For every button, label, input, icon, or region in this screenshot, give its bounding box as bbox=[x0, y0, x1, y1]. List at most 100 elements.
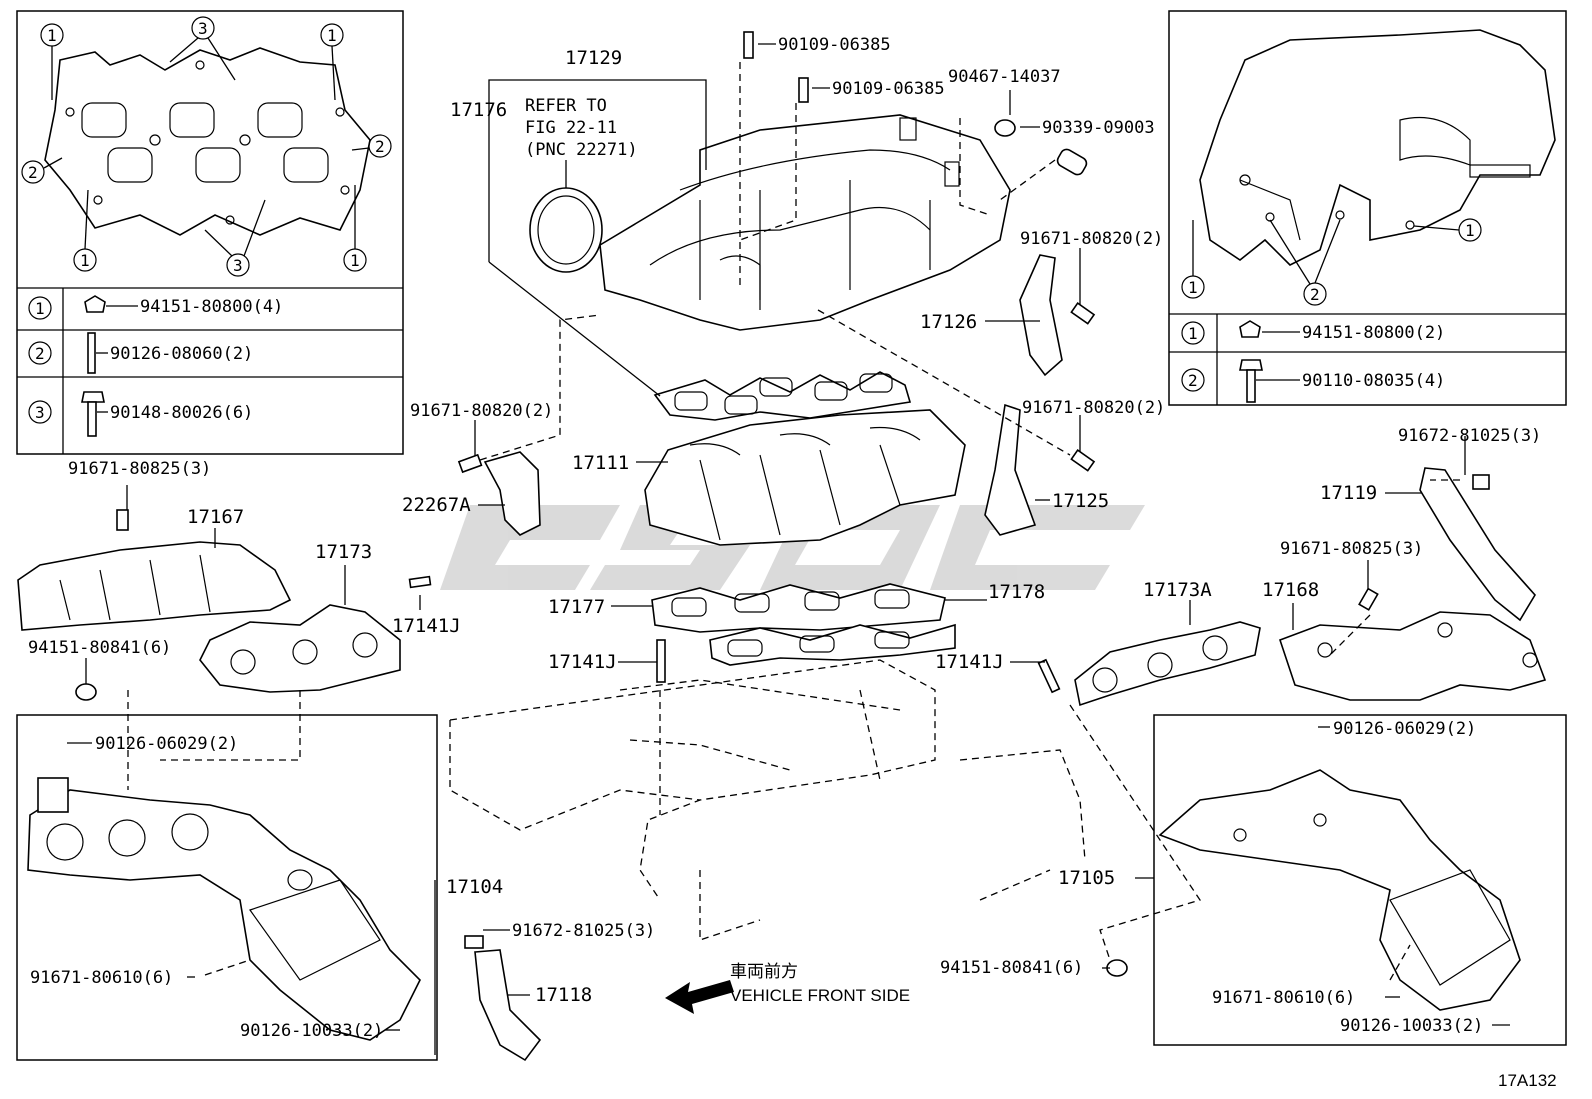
bracket-17119 bbox=[1419, 467, 1536, 622]
bolt-91672-a bbox=[464, 935, 484, 949]
callout-17141J-c: 17141J bbox=[935, 651, 1004, 673]
heat-insulator-17167 bbox=[17, 541, 292, 631]
svg-text:2: 2 bbox=[35, 344, 45, 363]
dashed-assembly-lines bbox=[127, 62, 1460, 981]
callout-17167: 17167 bbox=[187, 506, 244, 528]
callout-17176: 17176 bbox=[450, 99, 507, 121]
callout-17173: 17173 bbox=[315, 541, 372, 563]
svg-text:1: 1 bbox=[327, 26, 337, 45]
bracket-17118 bbox=[474, 949, 542, 1062]
exhaust-manifold-17104 bbox=[27, 789, 421, 1041]
svg-text:2: 2 bbox=[28, 163, 38, 182]
callout-17119: 17119 bbox=[1320, 482, 1377, 504]
fastener-90126-10033-b: 90126-10033(2) bbox=[1340, 1016, 1483, 1036]
callout-17105: 17105 bbox=[1058, 867, 1115, 889]
gasket-marker-3-bottom: 3 bbox=[204, 199, 266, 277]
gasket-marker-1-br: 1 bbox=[343, 185, 367, 272]
svg-text:1: 1 bbox=[1465, 221, 1475, 240]
svg-text:90110-08035(4): 90110-08035(4) bbox=[1302, 371, 1445, 391]
diagram-id: 17A132 bbox=[1498, 1071, 1557, 1090]
svg-text:1: 1 bbox=[350, 251, 360, 270]
callout-17168: 17168 bbox=[1262, 579, 1319, 601]
refer-line-3: (PNC 22271) bbox=[525, 140, 638, 160]
throttle-gasket-ring bbox=[529, 187, 603, 273]
exhaust-manifold-17105 bbox=[1158, 769, 1521, 1011]
fastener-91671-80610-a: 91671-80610(6) bbox=[30, 968, 173, 988]
bolt-90109-b bbox=[798, 77, 809, 103]
leader-lines bbox=[67, 43, 1510, 1055]
gasket-marker-1-bl: 1 bbox=[73, 189, 97, 272]
bracket-17125 bbox=[984, 403, 1037, 536]
fastener-90339: 90339-09003 bbox=[1042, 118, 1155, 138]
fastener-91671-80820-c: 91671-80820(2) bbox=[1022, 398, 1165, 418]
svg-text:94151-80800(2): 94151-80800(2) bbox=[1302, 323, 1445, 343]
bolt-icon bbox=[1239, 359, 1263, 371]
callout-17125: 17125 bbox=[1052, 490, 1109, 512]
svg-text:1: 1 bbox=[47, 26, 57, 45]
intake-manifold-17111 bbox=[644, 409, 966, 546]
fastener-90126-06029-a: 90126-06029(2) bbox=[95, 734, 238, 754]
callout-22267A: 22267A bbox=[402, 494, 471, 516]
callout-17141J-a: 17141J bbox=[392, 615, 461, 637]
callout-17118: 17118 bbox=[535, 984, 592, 1006]
intake-gasket-drawing bbox=[44, 47, 371, 236]
fastener-90109-b: 90109-06385 bbox=[832, 79, 945, 99]
intake-plenum-17129 bbox=[599, 114, 1011, 331]
svg-text:1: 1 bbox=[1188, 324, 1198, 343]
svg-text:3: 3 bbox=[35, 403, 45, 422]
svg-text:3: 3 bbox=[198, 19, 208, 38]
front-side-english: VEHICLE FRONT SIDE bbox=[730, 986, 910, 1005]
stud-17141J-a bbox=[408, 575, 432, 589]
fastener-91672-81025-a: 91672-81025(3) bbox=[512, 921, 655, 941]
fastener-90126-06029-b: 90126-06029(2) bbox=[1333, 719, 1476, 739]
refer-line-1: REFER TO bbox=[525, 96, 607, 116]
fastener-94151-80841-a: 94151-80841(6) bbox=[28, 638, 171, 658]
heat-insulator-17168 bbox=[1278, 611, 1547, 701]
fastener-94151-80841-b: 94151-80841(6) bbox=[940, 958, 1083, 978]
gasket-detail-box: 1 3 1 2 2 1 3 1 bbox=[16, 10, 404, 455]
exhaust-manifold-box-left bbox=[16, 714, 438, 1061]
gasket-marker-2-right: 2 bbox=[351, 134, 392, 158]
svg-text:1: 1 bbox=[35, 299, 45, 318]
nut-icon bbox=[1239, 320, 1261, 338]
callout-17141J-b: 17141J bbox=[548, 651, 617, 673]
fastener-91671-80610-b: 91671-80610(6) bbox=[1212, 988, 1355, 1008]
gasket-marker-3-top: 3 bbox=[169, 16, 236, 81]
svg-text:2: 2 bbox=[375, 137, 385, 156]
exhaust-manifold-box-right bbox=[1153, 714, 1567, 1046]
bolt-91671-80825-b bbox=[1358, 587, 1379, 611]
svg-text:1: 1 bbox=[80, 251, 90, 270]
gasket-marker-2-left: 2 bbox=[21, 157, 63, 184]
callout-17177: 17177 bbox=[548, 596, 605, 618]
right-table-row-1: 1 94151-80800(2) bbox=[1181, 320, 1445, 345]
manifold-drawing bbox=[1199, 29, 1556, 266]
clip-90467 bbox=[994, 119, 1016, 137]
engine-block-outline bbox=[449, 659, 1086, 941]
intake-gasket-17176 bbox=[653, 371, 912, 421]
front-side-japanese: 車両前方 bbox=[730, 962, 798, 982]
nut-94151-a bbox=[75, 683, 97, 701]
callout-17178: 17178 bbox=[988, 581, 1045, 603]
fastener-90126-10033-a: 90126-10033(2) bbox=[240, 1021, 383, 1041]
bolt-91671-a bbox=[1070, 302, 1096, 325]
bracket-22267A bbox=[483, 451, 541, 536]
stud-17141J-c bbox=[1037, 658, 1061, 694]
stud-17141J-b bbox=[656, 639, 666, 683]
gasket-17178 bbox=[709, 623, 956, 666]
right-table-row-2: 2 90110-08035(4) bbox=[1181, 359, 1445, 403]
exhaust-gasket-17173A bbox=[1074, 621, 1261, 707]
svg-text:3: 3 bbox=[233, 256, 243, 275]
fastener-91672-81025-b: 91672-81025(3) bbox=[1398, 426, 1541, 446]
plug-90339 bbox=[1056, 148, 1088, 176]
svg-text:90148-80026(6): 90148-80026(6) bbox=[110, 403, 253, 423]
svg-text:1: 1 bbox=[1188, 278, 1198, 297]
bolt-91671-b bbox=[1070, 449, 1096, 472]
fastener-91671-80825-a: 91671-80825(3) bbox=[68, 459, 211, 479]
fastener-91671-80820-a: 91671-80820(2) bbox=[1020, 229, 1163, 249]
gasket-marker-1-tl: 1 bbox=[40, 23, 64, 100]
fastener-90109-a: 90109-06385 bbox=[778, 35, 891, 55]
bolt-90109-a bbox=[743, 31, 754, 59]
fastener-91671-80820-b: 91671-80820(2) bbox=[410, 401, 553, 421]
nut-icon bbox=[84, 295, 106, 313]
